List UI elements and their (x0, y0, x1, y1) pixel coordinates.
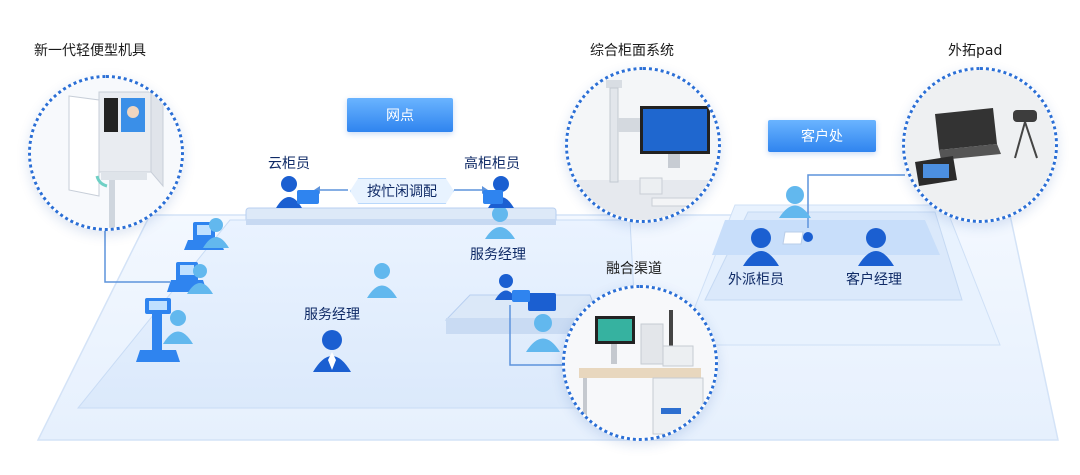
label-field-teller: 外派柜员 (728, 272, 784, 288)
label-integrated-counter: 综合柜面系统 (590, 43, 674, 59)
fusion-device-icon (565, 288, 715, 438)
pad-device-icon (905, 70, 1055, 220)
pad-connector (807, 174, 905, 228)
branch-badge: 网点 (347, 98, 453, 132)
dispatch-tag: 按忙闲调配 (350, 178, 454, 204)
fusion-connector (509, 305, 580, 366)
counter-device-icon (568, 70, 718, 220)
customer-site-badge: 客户处 (768, 120, 876, 152)
kiosk-photo-circle (28, 75, 184, 231)
label-new-kiosk: 新一代轻便型机具 (34, 43, 146, 59)
staff-people (276, 176, 894, 372)
fusion-channel-photo-circle (562, 285, 718, 441)
kiosk-connector (104, 210, 170, 283)
label-service-manager-desk: 服务经理 (470, 247, 526, 263)
kiosk-3 (136, 298, 180, 362)
pad-photo-circle (902, 67, 1058, 223)
label-high-counter-teller: 高柜柜员 (464, 156, 520, 172)
label-outreach-pad: 外拓pad (948, 43, 1003, 59)
counter-system-photo-circle (565, 67, 721, 223)
label-service-manager-floor: 服务经理 (304, 307, 360, 323)
customer-people (163, 186, 811, 352)
label-cloud-teller: 云柜员 (268, 156, 310, 172)
customer-mat (712, 220, 940, 255)
label-customer-manager: 客户经理 (846, 272, 902, 288)
kiosk-device-icon (31, 78, 181, 228)
label-fusion-channel: 融合渠道 (606, 261, 662, 277)
